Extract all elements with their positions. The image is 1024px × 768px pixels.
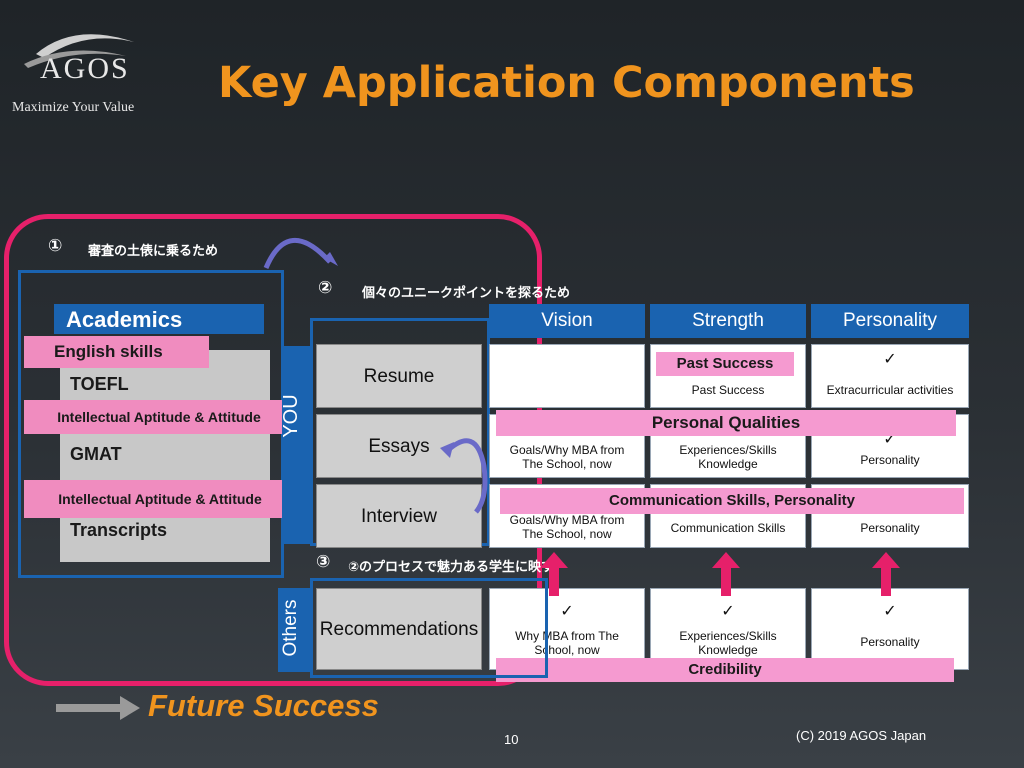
communication-overlay: Communication Skills, Personality [500, 488, 964, 514]
column-header-strength: Strength [650, 304, 806, 338]
page-number: 10 [504, 732, 519, 747]
note-1-number: ① [48, 236, 63, 256]
cell-recommendations-vision-text: Why MBA from The School, now [515, 629, 619, 657]
cell-recommendations-personality: ✓ Personality [811, 588, 969, 670]
row-label-resume: Resume [316, 344, 482, 408]
cell-essays-personality-text: Personality [860, 453, 920, 467]
row-label-recommendations: Recommendations [316, 588, 482, 670]
curved-arrow-icon [440, 438, 488, 514]
cell-resume-strength-text: Past Success [691, 383, 765, 397]
cell-recommendations-vision: ✓ Why MBA from The School, now [489, 588, 645, 670]
column-header-personality: Personality [811, 304, 969, 338]
cell-essays-strength-text: Experiences/Skills Knowledge [679, 443, 777, 471]
logo-name: AGOS [40, 52, 130, 85]
english-skills-label: English skills [24, 336, 209, 368]
others-side-label: Others [278, 588, 310, 672]
up-arrow-icon [712, 552, 740, 596]
copyright: (C) 2019 AGOS Japan [796, 728, 927, 743]
intellectual-aptitude-label-2: Intellectual Aptitude & Attitude [24, 480, 296, 518]
check-icon: ✓ [560, 603, 574, 620]
you-text: YOU [280, 394, 302, 438]
check-icon: ✓ [883, 351, 897, 368]
academics-header: Academics [54, 304, 264, 334]
note-2-text: 個々のユニークポイントを探るため [362, 286, 571, 301]
cell-resume-personality: ✓ Extracurricular activities [811, 344, 969, 408]
note-1-text: 審査の土俵に乗るため [88, 244, 219, 259]
logo-swoosh-icon [24, 34, 134, 68]
cell-resume-vision [489, 344, 645, 408]
check-icon: ✓ [883, 603, 897, 620]
check-icon: ✓ [721, 603, 735, 620]
toefl-label: TOEFL [70, 374, 129, 394]
curved-arrow-icon [263, 237, 338, 269]
cell-interview-vision-text: Goals/Why MBA from The School, now [509, 513, 625, 541]
row-label-interview: Interview [316, 484, 482, 548]
you-side-label: YOU [280, 346, 310, 544]
right-arrow-icon [56, 696, 140, 720]
cell-recommendations-strength-text: Experiences/Skills Knowledge [679, 629, 777, 657]
up-arrow-icon [540, 552, 568, 596]
cell-essays-vision-text: Goals/Why MBA from The School, now [509, 443, 625, 471]
cell-resume-personality-text: Extracurricular activities [826, 383, 954, 397]
note-3-number: ③ [316, 552, 331, 572]
credibility-overlay: Credibility [496, 658, 954, 682]
column-header-vision: Vision [489, 304, 645, 338]
future-success-label: Future Success [148, 688, 379, 723]
up-arrow-icon [872, 552, 900, 596]
note-3-text: ②のプロセスで魅力ある学生に映す [348, 560, 555, 575]
others-frame [310, 578, 548, 678]
cell-interview-personality-text: Personality [860, 521, 920, 535]
note-2-number: ② [318, 278, 333, 298]
intellectual-aptitude-label-1: Intellectual Aptitude & Attitude [24, 400, 294, 434]
transcripts-label: Transcripts [70, 520, 168, 540]
personal-qualities-overlay: Personal Qualities [496, 410, 956, 436]
gmat-label: GMAT [70, 444, 122, 464]
page-title: Key Application Components [218, 58, 915, 108]
academics-box [60, 350, 270, 562]
agos-logo [14, 16, 144, 116]
others-text: Others [280, 599, 301, 657]
cell-recommendations-personality-text: Personality [860, 635, 920, 649]
past-success-overlay: Past Success [656, 352, 794, 376]
logo-tagline: Maximize Your Value [12, 100, 135, 115]
cell-interview-strength-text: Communication Skills [670, 521, 786, 535]
